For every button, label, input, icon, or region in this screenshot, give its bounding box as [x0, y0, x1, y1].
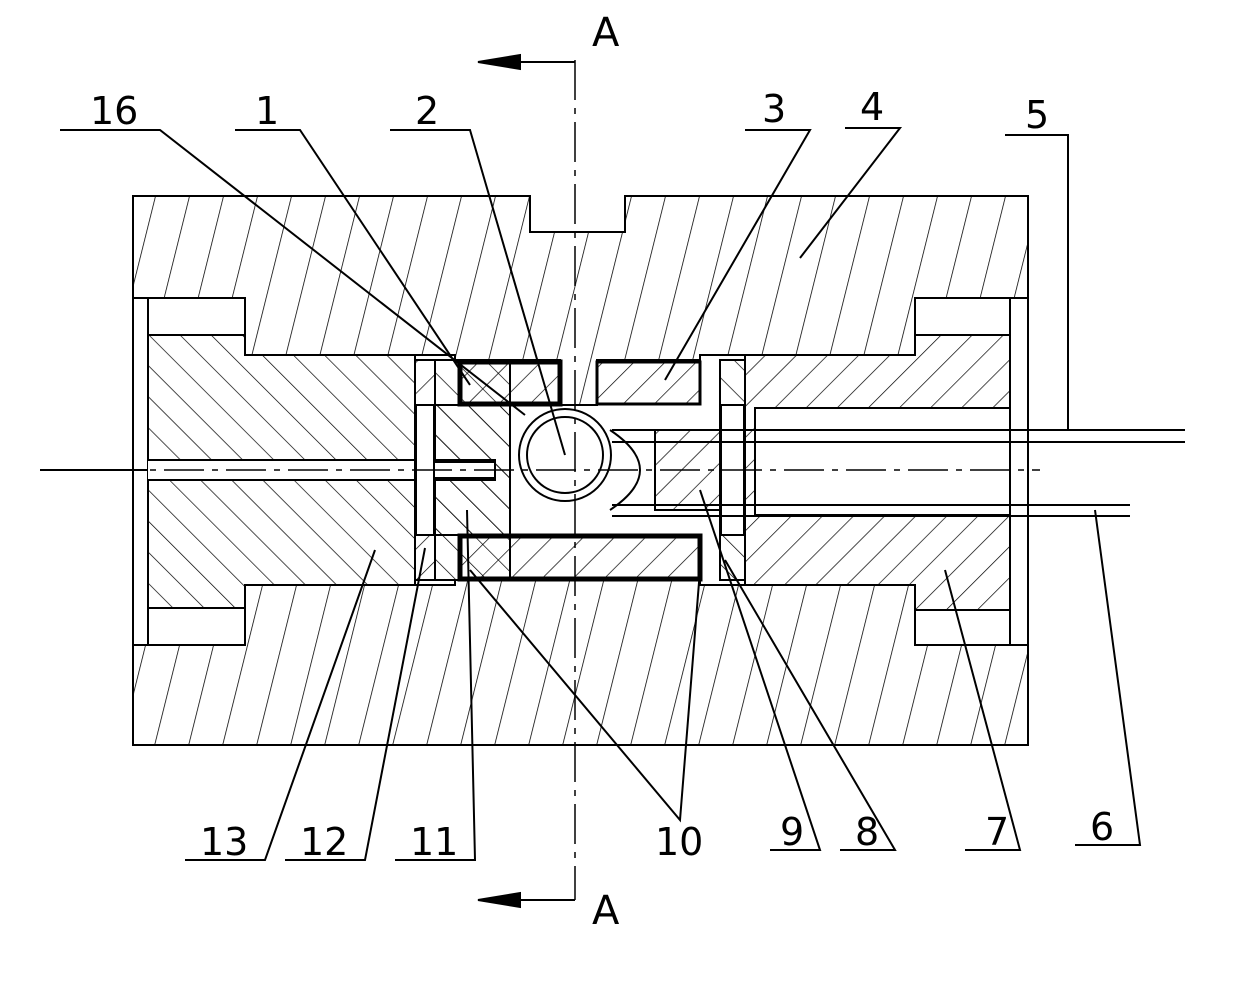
label-3: 3 [762, 87, 786, 131]
label-4: 4 [860, 85, 884, 129]
label-6: 6 [1090, 805, 1114, 849]
label-13: 13 [200, 820, 248, 864]
body-4 [132, 195, 1029, 746]
tube-6 [612, 504, 1130, 517]
sleeve-3 [457, 359, 703, 582]
label-16: 16 [90, 89, 138, 133]
label-1: 1 [255, 89, 279, 133]
section-label-bottom: A [592, 888, 620, 934]
label-10: 10 [655, 820, 703, 864]
section-label-top: A [592, 10, 620, 56]
label-12: 12 [300, 820, 348, 864]
label-7: 7 [985, 810, 1009, 854]
label-9: 9 [780, 810, 804, 854]
label-11: 11 [410, 820, 458, 864]
label-5: 5 [1025, 93, 1049, 137]
label-8: 8 [855, 810, 879, 854]
label-2: 2 [415, 89, 439, 133]
tube-5 [612, 429, 1185, 443]
